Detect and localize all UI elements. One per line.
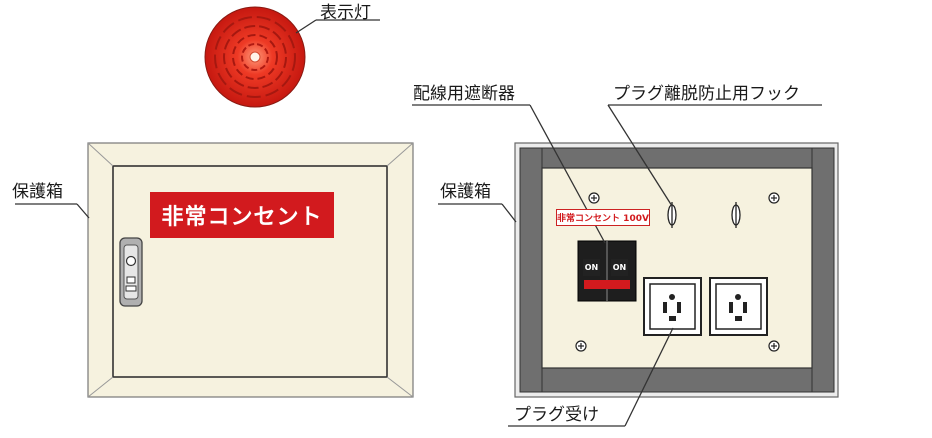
door-handle	[119, 237, 143, 307]
breaker-switch-2: ON	[611, 259, 628, 276]
outlet-tag: 非常コンセント 100V	[556, 209, 650, 226]
breaker-switch-1: ON	[583, 259, 600, 276]
receptacle-right	[709, 277, 768, 336]
indicator-lamp	[204, 6, 306, 108]
label-protective-box-right: 保護箱	[440, 182, 491, 202]
emergency-outlet-sign: 非常コンセント	[150, 192, 334, 238]
label-indicator-lamp: 表示灯	[320, 3, 371, 23]
protective-box-right	[514, 142, 839, 398]
receptacle-left	[643, 277, 702, 336]
label-plug-hook: プラグ離脱防止用フック	[613, 84, 800, 104]
label-wiring-breaker: 配線用遮断器	[413, 84, 515, 104]
label-receptacle: プラグ受け	[514, 405, 599, 425]
label-protective-box-left: 保護箱	[12, 182, 63, 202]
panel-screws	[575, 192, 780, 352]
